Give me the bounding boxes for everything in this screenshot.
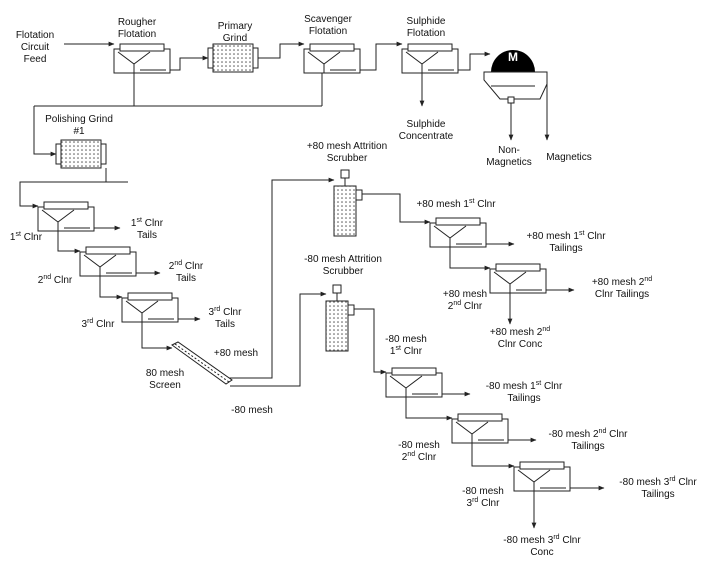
equipment-layer bbox=[37, 43, 571, 492]
minus80-c1-cell bbox=[385, 367, 443, 398]
screen-80-mesh bbox=[171, 341, 233, 385]
cleaner1-tails-label: 1st Clnr Tails bbox=[130, 217, 164, 241]
cleaner2-tails-label: 2nd Clnr Tails bbox=[168, 260, 204, 284]
minus80-scrubber-to-c1-line bbox=[360, 308, 387, 375]
plus80-attrition-scrubber bbox=[333, 169, 368, 237]
plus80-scrubber-to-c1-line bbox=[368, 193, 431, 225]
plus80-c2-cell bbox=[489, 263, 547, 294]
non-magnetics-label: Non-Magnetics bbox=[486, 145, 532, 168]
magnetics-label: Magnetics bbox=[546, 152, 592, 163]
rougher-flotation-cell bbox=[113, 43, 171, 74]
plus80-c2-label: +80 mesh 2nd Clnr bbox=[442, 289, 488, 312]
minus80-c3-conc-label: -80 mesh 3rd Clnr Conc bbox=[503, 534, 581, 558]
minus80-to-scrubber-line bbox=[230, 291, 327, 387]
rougher-to-grind-line bbox=[170, 55, 209, 71]
magnet-letter: M bbox=[508, 50, 518, 64]
plus80-to-scrubber-line bbox=[228, 177, 335, 379]
minus80-attrition-scrubber bbox=[325, 284, 360, 352]
scavenger-to-sulphide-line bbox=[360, 41, 403, 71]
minus80-stream-label: -80 mesh bbox=[231, 405, 273, 416]
polishing-grind-mill bbox=[55, 139, 107, 169]
plus80-c1-cell bbox=[429, 217, 487, 248]
plus80-c2-conc-label: +80 mesh 2nd Clnr Conc bbox=[489, 326, 551, 350]
c3-to-screen-line bbox=[141, 322, 173, 351]
sulphide-to-magsep-line bbox=[458, 51, 491, 71]
primary-grind-mill bbox=[207, 43, 259, 73]
magnetic-separator bbox=[483, 50, 548, 104]
plus80-c1-to-c2-line bbox=[449, 247, 491, 271]
minus80-c3-cell bbox=[513, 461, 571, 492]
polishing-to-c1-line bbox=[19, 168, 128, 209]
minus80-c2-cell bbox=[451, 413, 509, 444]
grind-to-scavenger-line bbox=[258, 41, 305, 59]
cleaner2-label: 2nd Clnr bbox=[37, 274, 73, 286]
cleaner1-label: 1st Clnr bbox=[9, 231, 43, 243]
cleaner3-cell bbox=[121, 292, 179, 323]
minus80-c2-tailings-label: -80 mesh 2nd Clnr Tailings bbox=[548, 428, 628, 452]
plus80-stream-label: +80 mesh bbox=[213, 348, 259, 359]
minus80-c1-to-c2-line bbox=[405, 397, 453, 421]
cleaner1-cell bbox=[37, 201, 95, 232]
cleaner2-cell bbox=[79, 246, 137, 277]
plus80-c1-label: +80 mesh 1st Clnr bbox=[416, 198, 496, 210]
plus80-c2-tailings-label: +80 mesh 2nd Clnr Tailings bbox=[591, 276, 653, 300]
minus80-c2-to-c3-line bbox=[471, 443, 515, 469]
c1-to-c2-line bbox=[57, 231, 81, 254]
c2-to-c3-line bbox=[99, 276, 123, 300]
plus80-c1-tailings-label: +80 mesh 1st Clnr Tailings bbox=[526, 230, 606, 254]
minus80-c1-tailings-label: -80 mesh 1st Clnr Tailings bbox=[485, 380, 563, 404]
cleaner3-label: 3rd Clnr bbox=[81, 318, 115, 330]
polishing-grind-label: Polishing Grind#1 bbox=[45, 114, 113, 137]
scavenger-flotation-cell bbox=[303, 43, 361, 74]
minus80-c2-label: -80 mesh 2nd Clnr bbox=[398, 440, 440, 463]
minus80-c3-label: -80 mesh 3rd Clnr bbox=[462, 486, 504, 509]
cleaner3-tails-label: 3rd Clnr Tails bbox=[208, 306, 242, 330]
to-polishing-line bbox=[33, 106, 57, 157]
flow-lines bbox=[19, 41, 605, 529]
minus80-c1-label: -80 mesh 1st Clnr bbox=[385, 334, 427, 357]
minus80-c3-tailings-label: -80 mesh 3rd Clnr Tailings bbox=[619, 476, 697, 500]
sulphide-flotation-cell bbox=[401, 43, 459, 74]
